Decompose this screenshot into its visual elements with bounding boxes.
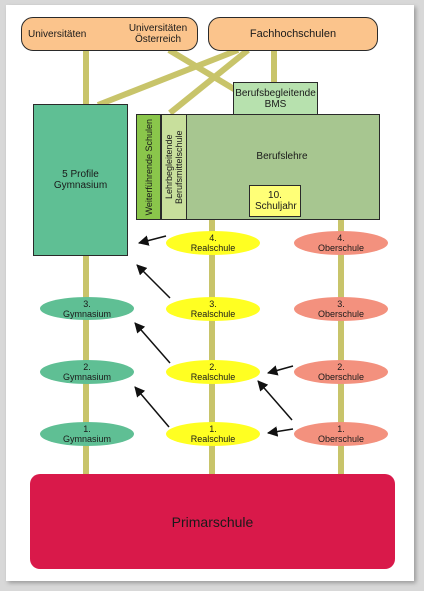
berufslehre-label: Berufslehre	[256, 151, 308, 162]
universitaeten-oesterreich-label: Universitäten Österreich	[128, 23, 188, 45]
oberschule-4-number: 4.	[337, 233, 345, 243]
berufsmittelschule-label: Lehrbegleitende Berufsmittelschule	[164, 130, 184, 204]
arrow-ober1-to-real2	[257, 380, 293, 421]
oberschule-3-label: Oberschule	[317, 309, 365, 319]
oberschule-2-oval: 2. Oberschule	[294, 360, 388, 384]
arrow-real3-to-profile	[136, 264, 171, 299]
gymnasium-2-label: Gymnasium	[62, 372, 111, 382]
realschule-2-label: Realschule	[190, 372, 236, 382]
gymnasium-1-number: 1.	[83, 424, 91, 434]
realschule-4-label: Realschule	[190, 243, 236, 253]
arrow-real4-to-profile	[137, 235, 167, 246]
primarschule-box: Primarschule	[30, 474, 395, 569]
oberschule-3-oval: 3. Oberschule	[294, 297, 388, 321]
gymnasium-1-oval: 1. Gymnasium	[40, 422, 134, 446]
gymnasium-2-number: 2.	[83, 362, 91, 372]
realschule-1-number: 1.	[209, 424, 217, 434]
universitaeten-label: Universitäten	[28, 29, 87, 40]
gymnasium-3-oval: 3. Gymnasium	[40, 297, 134, 320]
realschule-3-label: Realschule	[190, 309, 236, 319]
oberschule-2-label: Oberschule	[317, 372, 365, 382]
gymnasium-3-number: 3.	[83, 298, 91, 309]
realschule-2-number: 2.	[209, 362, 217, 372]
universities-box: Universitäten Universitäten Österreich	[21, 17, 198, 51]
realschule-3-oval: 3. Realschule	[166, 297, 260, 321]
berufsmittelschule-box: Lehrbegleitende Berufsmittelschule	[161, 114, 187, 220]
oberschule-1-label: Oberschule	[317, 434, 365, 444]
realschule-4-number: 4.	[209, 233, 217, 243]
connector-layer	[83, 47, 344, 475]
oberschule-1-number: 1.	[337, 424, 345, 434]
profile-gymnasium-box: 5 Profile Gymnasium	[33, 104, 128, 256]
fachhochschulen-box: Fachhochschulen	[208, 17, 378, 51]
realschule-3-number: 3.	[209, 299, 217, 309]
oberschule-4-label: Oberschule	[317, 243, 365, 253]
diagram-page: Universitäten Universitäten Österreich F…	[6, 5, 414, 581]
gymnasium-3-label: Gymnasium	[62, 308, 111, 319]
arrow-ober1-to-real1	[266, 426, 294, 437]
gymnasium-2-oval: 2. Gymnasium	[40, 360, 134, 384]
weiterfuehrende-schulen-label: Weiterführende Schulen	[143, 118, 154, 216]
profile-gymnasium-label: 5 Profile Gymnasium	[53, 169, 108, 191]
weiterfuehrende-schulen-box: Weiterführende Schulen	[136, 114, 161, 220]
zehntes-schuljahr-label: 10. Schuljahr	[255, 190, 297, 212]
realschule-1-oval: 1. Realschule	[166, 422, 260, 446]
bms-box: Berufsbegleitende BMS	[233, 82, 318, 115]
realschule-1-label: Realschule	[190, 434, 236, 444]
arrow-real2-to-gym3	[134, 322, 171, 364]
zehntes-schuljahr-box: 10. Schuljahr	[249, 185, 301, 217]
fachhochschulen-label: Fachhochschulen	[249, 27, 337, 40]
realschule-4-oval: 4. Realschule	[166, 231, 260, 255]
arrow-ober2-to-real2	[266, 365, 294, 376]
oberschule-2-number: 2.	[337, 362, 345, 372]
arrow-real1-to-gym2	[134, 386, 170, 428]
primarschule-label: Primarschule	[171, 513, 254, 530]
gymnasium-1-label: Gymnasium	[62, 434, 111, 444]
realschule-2-oval: 2. Realschule	[166, 360, 260, 384]
connector-fh-gymnasium	[96, 47, 240, 108]
oberschule-4-oval: 4. Oberschule	[294, 231, 388, 255]
connector-fh-schulen	[168, 47, 250, 116]
oberschule-3-number: 3.	[337, 299, 345, 309]
bms-label: Berufsbegleitende BMS	[235, 87, 316, 110]
oberschule-1-oval: 1. Oberschule	[294, 422, 388, 446]
